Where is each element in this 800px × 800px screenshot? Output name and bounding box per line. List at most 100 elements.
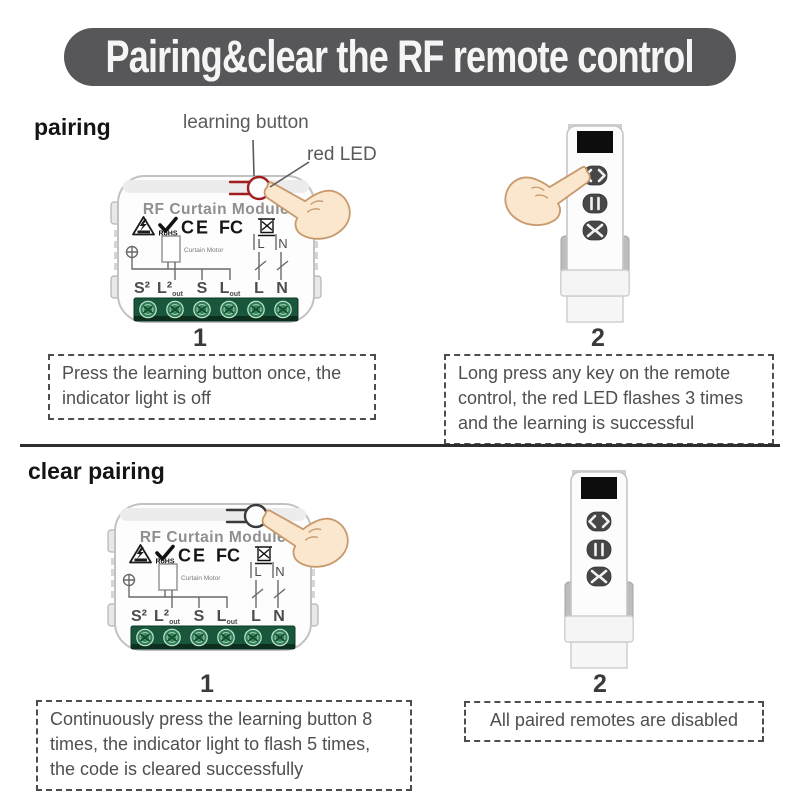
svg-text:L²out: L²out [157,280,184,298]
svg-text:Lout: Lout [217,608,238,626]
wiring-diagram [122,562,286,608]
svg-text:L²out: L²out [154,608,181,626]
module-title: RF Curtain Module [140,529,286,546]
step-text-line: Long press any key on the remote [458,363,731,383]
wiring-n-label: N [275,564,284,579]
step-text-line: the code is cleared successfully [50,759,304,779]
svg-text:Lout: Lout [220,280,241,298]
wiring-n-label: N [278,236,287,251]
step-box: All paired remotes are disabled [464,701,764,742]
warning-icon [129,544,152,564]
curtain-motor-box [161,235,181,263]
curtain-motor-label: Curtain Motor [181,575,221,582]
title-banner: Pairing&clear the RF remote control [64,28,736,86]
remote-button-open [586,511,612,532]
step-number: 1 [200,670,214,698]
learning-button-circle [246,175,272,201]
ground-icon [122,573,136,587]
terminal-labels: S² L²out S Lout L N [131,608,285,626]
cert-icons: RoHS CE FC [129,544,272,566]
rohs-icon: RoHS [158,216,178,238]
screw-icon [274,300,292,319]
red-led-line [269,161,310,188]
terminal-labels: S² L²out S Lout L N [134,280,288,298]
wiring-l-label: L [254,564,261,579]
open-arrows-icon [584,168,606,183]
remote-button-open [582,165,608,186]
svg-text:RoHS: RoHS [158,231,177,238]
step-text-line: control, the red LED flashes 3 times [458,388,744,408]
step-number: 2 [593,670,607,698]
step-text-line: indicator light is off [62,388,211,408]
close-arrows-icon [586,223,604,238]
step-number: 1 [193,324,207,352]
screw-icon [271,628,289,647]
red-led-callout: red LED [307,144,377,165]
step-text-line: times, the indicator light to flash 5 ti… [50,734,371,754]
screw-icon [163,628,181,647]
hand-icon [504,166,591,226]
mounting-clips [110,201,322,299]
svg-text:S: S [197,280,208,297]
svg-text:S²: S² [134,280,150,297]
screw-icon [190,628,208,647]
ce-mark: CE [178,546,207,566]
pause-icon [594,542,604,557]
learning-button [225,503,269,529]
remote-screen [577,131,613,153]
curtain-motor-label: Curtain Motor [184,247,224,254]
screw-icon [166,300,184,319]
screw-icon [244,628,262,647]
step-text-line: and the learning is successful [458,413,695,433]
pause-icon [590,196,600,211]
step-text-line: Press the learning button once, the [62,363,342,383]
curtain-motor-box [158,563,178,591]
svg-text:L: L [254,280,264,297]
remote-button-stop [586,539,612,560]
learning-button-circle [243,503,269,529]
cert-icons: RoHS CE FC [132,216,275,238]
curtain-module-illustration: RF Curtain Module RoHS CE FC [107,503,319,651]
learning-button-line [252,139,255,177]
hand-icon [263,181,351,240]
learning-button [228,175,272,201]
pairing-heading: pairing [34,114,111,140]
close-arrows-icon [590,569,608,584]
ce-mark: CE [181,218,210,238]
svg-text:S: S [194,608,205,625]
step-box: Continuously press the learning button 8… [36,700,412,791]
warning-icon [132,216,155,236]
svg-text:N: N [273,608,285,625]
step-number: 2 [591,324,605,352]
wiring-diagram [125,234,289,280]
remote-button-stop [582,193,608,214]
mounting-clips [107,529,319,627]
weee-icon [258,218,275,237]
wiring-l-label: L [257,236,264,251]
svg-text:RoHS: RoHS [155,559,174,566]
weee-icon [255,546,272,565]
step-text-line: All paired remotes are disabled [489,710,739,730]
module-title: RF Curtain Module [143,201,289,218]
step-box: Long press any key on the remote control… [444,354,774,445]
screw-icon [136,628,154,647]
screw-icon [139,300,157,319]
page-title: Pairing&clear the RF remote control [105,31,695,82]
hand-icon [261,509,349,568]
terminal-block [133,297,299,322]
screw-icon [217,628,235,647]
svg-text:N: N [276,280,288,297]
rohs-icon: RoHS [155,544,175,566]
remote-button-close [582,220,608,241]
svg-text:S²: S² [131,608,147,625]
screw-icon [247,300,265,319]
remote-illustration [564,470,634,669]
remote-illustration [560,124,630,323]
curtain-module-illustration: RF Curtain Module RoHS CE FC [110,175,322,323]
remote-button-close [586,566,612,587]
clear-pairing-heading: clear pairing [28,458,165,484]
learning-button-callout: learning button [183,112,309,133]
step-box: Press the learning button once, the indi… [48,354,376,420]
fcc-mark: FC [216,546,240,566]
